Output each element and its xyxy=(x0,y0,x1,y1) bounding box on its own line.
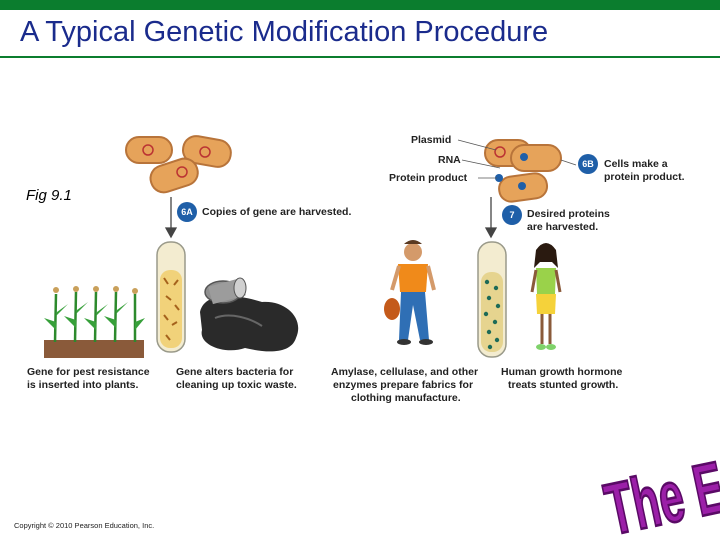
caption-plants-line-2: is inserted into plants. xyxy=(27,379,139,391)
top-accent-bar xyxy=(0,0,720,10)
step-7-badge: 7 xyxy=(502,205,522,225)
protein-product-label: Protein product xyxy=(389,172,468,184)
step-6b-text-1: Cells make a xyxy=(604,158,668,170)
test-tube-right xyxy=(477,241,507,358)
caption-bacteria-line-1: Gene alters bacteria for xyxy=(176,366,294,378)
step-7-text-1: Desired proteins xyxy=(527,208,610,220)
step-6b-badge: 6B xyxy=(578,154,598,174)
caption-plants-line-1: Gene for pest resistance xyxy=(27,366,150,378)
caption-bacteria-line-2: cleaning up toxic waste. xyxy=(176,379,297,391)
step-6a-text: Copies of gene are harvested. xyxy=(202,206,352,218)
caption-growth-line-1: Human growth hormone xyxy=(501,366,623,378)
copyright-notice: Copyright © 2010 Pearson Education, Inc. xyxy=(14,521,155,530)
girl-figure xyxy=(530,243,562,350)
figure-label: Fig 9.1 xyxy=(26,187,72,204)
the-end-text: The End xyxy=(598,435,720,540)
caption-fabrics-line-3: clothing manufacture. xyxy=(351,392,461,404)
test-tube-left xyxy=(156,241,186,353)
caption-fabrics-line-2: enzymes prepare fabrics for xyxy=(333,379,474,391)
step-6a-badge: 6A xyxy=(177,202,197,222)
caption-fabrics-line-1: Amylase, cellulase, and other xyxy=(331,366,479,378)
step-6b-text-2: protein product. xyxy=(604,171,685,183)
bacteria-cells-left xyxy=(125,135,232,194)
step-7-text-2: are harvested. xyxy=(527,221,599,233)
label-leader-lines xyxy=(457,139,577,179)
toxic-waste-spill xyxy=(200,277,299,352)
corn-plants xyxy=(44,286,145,358)
plasmid-label: Plasmid xyxy=(411,134,452,146)
bacteria-cells-right xyxy=(484,139,562,203)
process-arrows xyxy=(164,197,498,239)
rna-label: RNA xyxy=(438,154,461,166)
boy-figure xyxy=(384,240,436,345)
caption-growth-line-2: treats stunted growth. xyxy=(508,379,619,391)
the-end-logo: The End xyxy=(597,434,720,540)
title-divider xyxy=(0,56,720,58)
page-title: A Typical Genetic Modification Procedure xyxy=(20,16,549,48)
